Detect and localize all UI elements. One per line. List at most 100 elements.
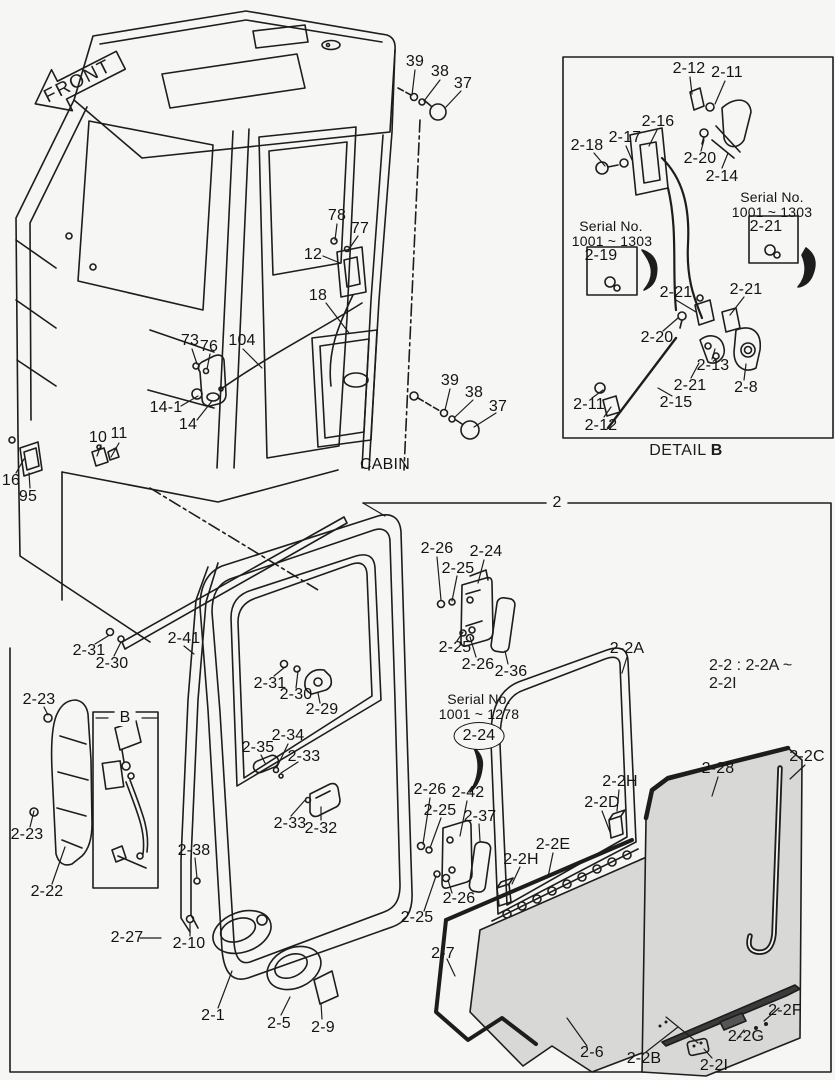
part-label-2-23: 2-23: [22, 691, 56, 708]
part-label-2-9: 2-9: [311, 1019, 335, 1036]
part-label-2-26: 2-26: [442, 890, 476, 907]
part-label-2-1: 2-1: [201, 1007, 225, 1024]
part-label-2-21: 2-21: [749, 218, 783, 235]
part-label-37: 37: [453, 75, 473, 92]
part-label-18: 18: [308, 287, 328, 304]
part-label-2-26: 2-26: [420, 540, 454, 557]
part-label-2-25: 2-25: [400, 909, 434, 926]
part-label-2-28: 2-28: [701, 760, 735, 777]
part-label-10011278: 1001 ~ 1278: [438, 706, 520, 722]
door-assembly-drawing: [29, 514, 803, 1077]
front-arrow: [34, 50, 127, 112]
cabin-caption: CABIN: [360, 456, 410, 473]
part-label-2-20: 2-20: [640, 329, 674, 346]
part-label-2-37: 2-37: [463, 808, 497, 825]
part-label-2-14: 2-14: [705, 168, 739, 185]
part-label-serialno: Serial No.: [579, 218, 643, 234]
part-label-38: 38: [430, 63, 450, 80]
part-label-37: 37: [488, 398, 508, 415]
part-label-2-34: 2-34: [271, 727, 305, 744]
part-label-2-26: 2-26: [413, 781, 447, 798]
detail-b-title-letter: B: [710, 442, 723, 459]
part-label-2-38: 2-38: [177, 842, 211, 859]
part-label-2-2f: 2-2F: [768, 1002, 802, 1019]
part-label-11: 11: [110, 425, 128, 442]
part-label-2-27: 2-27: [110, 929, 144, 946]
part-label-2-2c: 2-2C: [789, 748, 825, 765]
part-label-2-2b: 2-2B: [626, 1050, 662, 1067]
part-label-2-8: 2-8: [734, 379, 758, 396]
section-number-label: 2: [547, 495, 567, 511]
part-label-2-32: 2-32: [304, 820, 338, 837]
part-label-2-30: 2-30: [95, 655, 129, 672]
part-label-2-12: 2-12: [672, 60, 706, 77]
part-label-2-21: 2-21: [729, 281, 763, 298]
part-label-14: 14: [178, 416, 198, 433]
part-label-2-25: 2-25: [423, 802, 457, 819]
part-label-14-1: 14-1: [149, 399, 183, 416]
part-label-2-2g: 2-2G: [727, 1028, 765, 1045]
part-label-10011303: 1001 ~ 1303: [571, 233, 653, 249]
part-label-2-42: 2-42: [451, 784, 485, 801]
part-label-2-25: 2-25: [438, 639, 472, 656]
part-label-2-15: 2-15: [659, 394, 693, 411]
part-label-78: 78: [327, 207, 347, 224]
part-label-2-18: 2-18: [570, 137, 604, 154]
part-label-10011303: 1001 ~ 1303: [731, 204, 813, 220]
detail-b-title-prefix: DETAIL: [649, 442, 711, 459]
part-label-2-24: 2-24: [469, 543, 503, 560]
part-label-2-29: 2-29: [305, 701, 339, 718]
part-label-16: 16: [1, 472, 21, 489]
part-label-2-41: 2-41: [167, 630, 201, 647]
part-label-2-31: 2-31: [253, 675, 287, 692]
part-label-2-16: 2-16: [641, 113, 675, 130]
part-label-2-5: 2-5: [267, 1015, 291, 1032]
range-note: 2-2 : 2-2A ~ 2-2I: [709, 657, 793, 692]
part-label-2-11: 2-11: [711, 64, 743, 81]
part-label-2-20: 2-20: [683, 150, 717, 167]
part-label-serialno: Serial No.: [740, 189, 804, 205]
section-bracket: [9, 502, 832, 1073]
cabin-drawing: [8, 10, 480, 643]
part-label-2-10: 2-10: [172, 935, 206, 952]
part-label-2-2e: 2-2E: [535, 836, 571, 853]
part-label-2-35: 2-35: [241, 739, 275, 756]
part-label-38: 38: [464, 384, 484, 401]
part-label-73: 73: [180, 332, 200, 349]
part-label-2-12: 2-12: [584, 417, 618, 434]
part-label-2-2i: 2-2I: [699, 1057, 729, 1074]
part-label-2-23: 2-23: [10, 826, 44, 843]
part-label-77: 77: [350, 220, 370, 237]
part-label-2-31: 2-31: [72, 642, 106, 659]
part-label-2-19: 2-19: [584, 247, 618, 264]
part-label-12: 12: [303, 246, 323, 263]
part-label-2-25: 2-25: [441, 560, 475, 577]
detail-b-title: DETAIL B: [649, 442, 722, 460]
detail-b-box: [562, 56, 834, 439]
part-label-2-2d: 2-2D: [584, 794, 620, 811]
part-label-2-36: 2-36: [494, 663, 528, 680]
part-label-76: 76: [199, 338, 219, 355]
part-label-2-33: 2-33: [273, 815, 307, 832]
part-label-39: 39: [405, 53, 425, 70]
part-label-2-7: 2-7: [431, 945, 455, 962]
part-label-2-24: 2-24: [453, 722, 505, 750]
part-label-2-2h: 2-2H: [503, 851, 539, 868]
part-label-2-17: 2-17: [608, 129, 642, 146]
part-label-2-6: 2-6: [580, 1044, 604, 1061]
part-label-104: 104: [228, 332, 256, 349]
b-box-letter: B: [114, 710, 136, 726]
leader-lines: [15, 69, 806, 1059]
part-label-2-30: 2-30: [279, 686, 313, 703]
part-label-2-22: 2-22: [30, 883, 64, 900]
part-label-serialno: Serial No.: [447, 691, 511, 707]
part-label-2-21: 2-21: [673, 377, 707, 394]
part-label-2-2a: 2-2A: [609, 640, 645, 657]
part-label-2-11: 2-11: [573, 396, 605, 413]
part-label-2-33: 2-33: [287, 748, 321, 765]
part-label-10: 10: [88, 429, 108, 446]
part-label-2-13: 2-13: [696, 357, 730, 374]
part-label-2-26: 2-26: [461, 656, 495, 673]
